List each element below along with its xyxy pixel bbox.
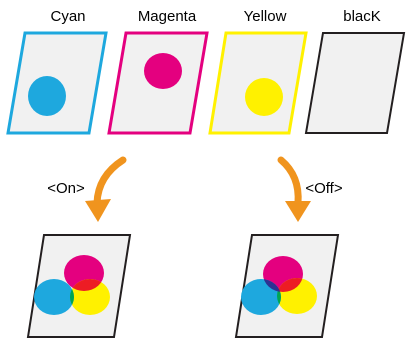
arrow-on-shaft	[93, 156, 127, 207]
result-label-on: <On>	[47, 180, 85, 197]
arrow-on	[85, 156, 127, 222]
black-plate-sheet	[304, 32, 406, 134]
cyan-dot	[28, 76, 66, 116]
cyan-plate	[6, 31, 108, 135]
result-label-off: <Off>	[305, 180, 342, 197]
arrow-on-head	[85, 199, 111, 222]
plate-label-yellow: Yellow	[244, 8, 287, 25]
result-on-page	[26, 234, 132, 338]
result-on-cyan-circle	[34, 279, 74, 315]
yellow-plate	[208, 31, 308, 135]
arrow-off-head	[285, 201, 311, 222]
plate-label-magenta: Magenta	[138, 8, 197, 25]
plate-label-black: blacK	[343, 8, 381, 25]
result-off-magenta-yellow-overlap	[277, 278, 303, 292]
yellow-dot	[245, 78, 283, 116]
plate-label-cyan: Cyan	[50, 8, 85, 25]
result-off-cyan-magenta-overlap	[263, 279, 281, 292]
magenta-dot	[144, 53, 182, 89]
magenta-plate	[107, 31, 209, 135]
arrow-off	[277, 156, 311, 222]
black-plate	[304, 32, 406, 134]
arrow-off-shaft	[277, 156, 302, 207]
result-off-page	[234, 234, 340, 338]
